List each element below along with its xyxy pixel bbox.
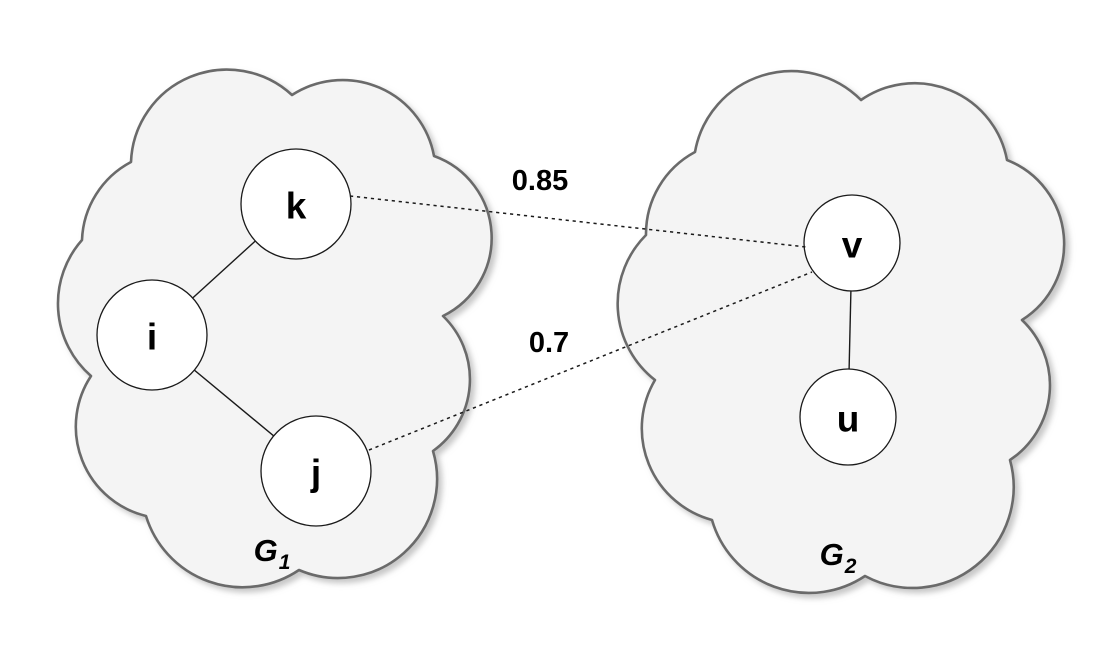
node-u-label: u [837,399,860,440]
node-u[interactable]: u [799,368,897,466]
cross-edge-k-v-weight: 0.85 [512,165,568,197]
cloud-g2-group: v u G2 [616,69,1066,595]
cloud-g2-label: G2 [820,537,857,578]
cloud-g1-label: G1 [254,533,291,574]
cross-edge-j-v[interactable] [368,271,813,451]
node-i[interactable]: i [96,279,208,391]
cloud-g1-group: k i j G1 [56,68,493,589]
cloud-g2-label-base: G [820,537,844,572]
node-j[interactable]: j [260,415,372,527]
node-v[interactable]: v [803,194,901,292]
node-i-circle[interactable] [96,279,208,391]
node-k-circle[interactable] [240,148,352,260]
node-v-circle[interactable] [803,194,901,292]
node-j-label: j [310,453,321,494]
cloud-g1-shape [56,68,493,589]
node-u-circle[interactable] [799,368,897,466]
cross-edges-group: 0.85 0.7 [349,165,813,451]
cloud-g1-label-sub: 1 [279,551,291,574]
cloud-g2-shape [616,69,1066,595]
node-k-label: k [286,186,307,227]
node-k[interactable]: k [240,148,352,260]
cloud-g1-label-base: G [254,533,278,568]
node-i-label: i [147,317,157,358]
cross-edge-j-v-weight: 0.7 [529,327,569,359]
cloud-g2-label-sub: 2 [844,555,857,578]
node-j-circle[interactable] [260,415,372,527]
node-v-label: v [842,225,863,266]
